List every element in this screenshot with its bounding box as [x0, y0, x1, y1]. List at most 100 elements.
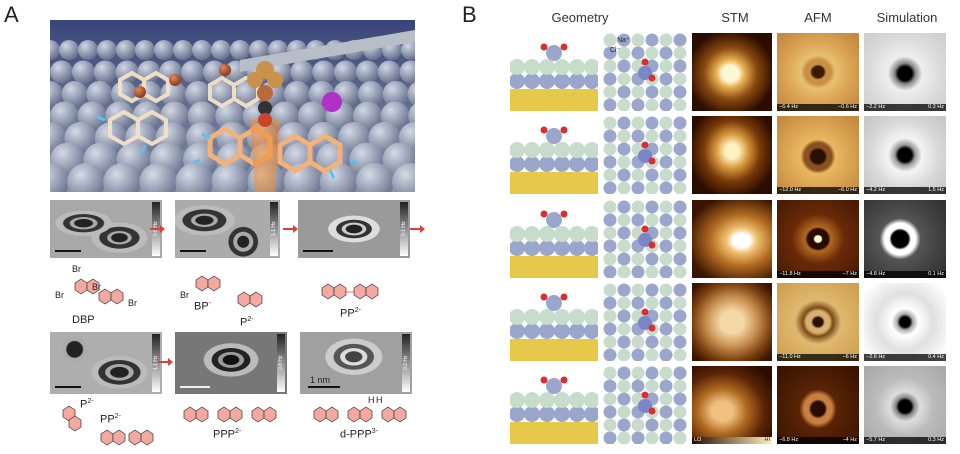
sim-colorbar-low: −2.2 Hz	[866, 104, 886, 110]
reaction-arrow	[283, 225, 298, 233]
afm-colorbar-low: −12.0 Hz	[779, 187, 802, 193]
panel-a-label: A	[4, 2, 19, 27]
afm-image: −11.8 Hz −7 Hz	[777, 200, 859, 278]
afm-colorbar-high: −6 Hz	[842, 354, 857, 360]
afm-colorbar: −6.4 Hz −0.6 Hz	[777, 104, 859, 111]
afm-image: −6.4 Hz −0.6 Hz	[777, 33, 859, 111]
stm-colorbar-high: HI	[764, 437, 771, 443]
br-label: Br	[180, 290, 189, 300]
geometry-side-view	[510, 200, 598, 278]
afm-image: −12.0 Hz −6.0 Hz	[777, 116, 859, 194]
sim-colorbar: −5.7 Hz 0.3 Hz	[864, 437, 946, 444]
cl-label: Cl⁻	[610, 47, 621, 54]
scale-bar	[55, 250, 81, 252]
ppp-name: PPP2-	[213, 428, 242, 441]
afm-colorbar: −11.0 Hz −6 Hz	[777, 354, 859, 361]
sim-colorbar-low: −4.2 Hz	[866, 187, 886, 193]
h-label: H	[368, 395, 375, 405]
sim-colorbar: −2.2 Hz 0.3 Hz	[864, 104, 946, 111]
sim-colorbar: −4.8 Hz 0.1 Hz	[864, 271, 946, 278]
geometry-side-view	[510, 283, 598, 361]
br-label: Br	[92, 282, 101, 292]
br-label: Br	[55, 290, 64, 300]
pp-name: PP2-	[340, 307, 361, 320]
simulation-image: −5.7 Hz 0.3 Hz	[864, 366, 946, 444]
reaction-arrow	[150, 225, 165, 233]
afm-image-ppp: 0.8 Hz	[175, 332, 287, 394]
geometry-top-view	[603, 33, 688, 111]
afm-image-dppp: 1 nm 0.2 Hz	[300, 332, 412, 394]
colorbar: 0.8 Hz	[277, 334, 285, 392]
dbp-name: DBP	[72, 314, 95, 326]
scale-bar	[180, 386, 210, 388]
geometry-side-view	[510, 33, 598, 111]
afm-colorbar: −6.8 Hz −4 Hz	[777, 437, 859, 444]
br-label: Br	[128, 298, 137, 308]
p-pp-structures	[62, 405, 154, 446]
header-afm: AFM	[804, 10, 832, 25]
afm-colorbar: −12.0 Hz −6.0 Hz	[777, 187, 859, 194]
simulation-image: −2.6 Hz 0.4 Hz	[864, 283, 946, 361]
bp-name: BP-	[194, 300, 212, 313]
dppp-structure	[313, 406, 407, 423]
afm-colorbar-low: −6.4 Hz	[779, 104, 799, 110]
afm-colorbar: −11.8 Hz −7 Hz	[777, 271, 859, 278]
afm-image-bp-p: 1.1 Hz	[175, 200, 280, 258]
simulation-image: −4.8 Hz 0.1 Hz	[864, 200, 946, 278]
sim-colorbar-low: −4.8 Hz	[866, 271, 886, 277]
panel-b-label: B	[462, 2, 477, 27]
sim-colorbar-high: 0.3 Hz	[928, 437, 944, 443]
na-label: Na⁺	[617, 37, 630, 44]
afm-colorbar-high: −4 Hz	[842, 437, 857, 443]
afm-colorbar-high: −0.6 Hz	[837, 104, 857, 110]
sim-colorbar-high: 1.5 Hz	[928, 187, 944, 193]
geometry-top-view	[603, 283, 688, 361]
header-geometry: Geometry	[551, 10, 609, 25]
scale-bar	[303, 250, 333, 252]
sim-colorbar: −4.2 Hz 1.5 Hz	[864, 187, 946, 194]
geometry-side-view	[510, 116, 598, 194]
colorbar: 1.1 Hz	[152, 334, 160, 392]
stm-image	[692, 33, 772, 111]
p-name: P2-	[240, 316, 254, 329]
geometry-top-view	[603, 200, 688, 278]
afm-colorbar-low: −11.0 Hz	[779, 354, 801, 360]
stm-image	[692, 200, 772, 278]
header-stm: STM	[721, 10, 749, 25]
bp-structure	[195, 275, 221, 292]
afm-image: −6.8 Hz −4 Hz	[777, 366, 859, 444]
scale-bar	[55, 386, 81, 388]
stm-image	[692, 283, 772, 361]
stm-colorbar: LO HI	[692, 437, 772, 444]
afm-image-p-pp: 1.1 Hz	[50, 332, 162, 394]
stm-image: LO HI	[692, 366, 772, 444]
pp-structure	[321, 283, 379, 300]
sim-colorbar-high: 0.4 Hz	[928, 354, 944, 360]
afm-image-pp: 0.1 Hz	[298, 200, 410, 258]
afm-colorbar-high: −6.0 Hz	[837, 187, 857, 193]
simulation-image: −2.2 Hz 0.3 Hz	[864, 33, 946, 111]
h-label: H	[376, 395, 383, 405]
sim-colorbar: −2.6 Hz 0.4 Hz	[864, 354, 946, 361]
header-simulation: Simulation	[876, 10, 938, 25]
ppp-structure	[183, 406, 277, 423]
afm-image: −11.0 Hz −6 Hz	[777, 283, 859, 361]
stm-image	[692, 116, 772, 194]
sim-colorbar-low: −2.6 Hz	[866, 354, 886, 360]
geometry-side-view	[510, 366, 598, 444]
afm-colorbar-high: −7 Hz	[842, 271, 857, 277]
scale-bar	[308, 386, 340, 388]
p-name: P2-	[80, 398, 94, 411]
surface-rendering	[50, 20, 415, 192]
sim-colorbar-high: 0.1 Hz	[928, 271, 944, 277]
sim-colorbar-high: 0.3 Hz	[928, 104, 944, 110]
geometry-top-view	[603, 116, 688, 194]
reaction-arrow	[410, 225, 425, 233]
afm-colorbar-low: −6.8 Hz	[779, 437, 799, 443]
scalebar-label: 1 nm	[310, 375, 331, 385]
dbp-structure	[74, 278, 124, 305]
colorbar: 1.1 Hz	[270, 202, 278, 256]
colorbar: 0.2 Hz	[402, 334, 410, 392]
colorbar: 0.1 Hz	[400, 202, 408, 256]
afm-image-dbp: 0.8 Hz	[50, 200, 162, 258]
